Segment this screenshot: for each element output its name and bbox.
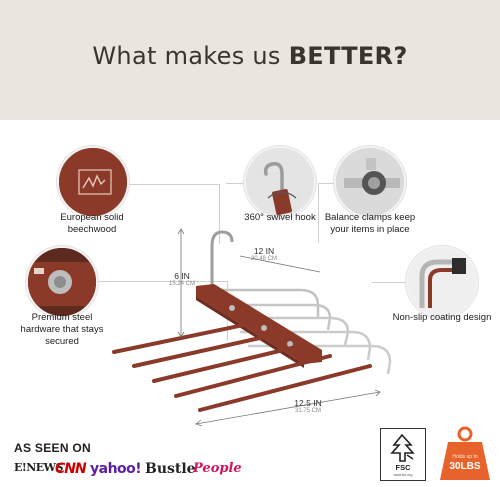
beechwood-logo-icon (59, 148, 127, 216)
dimension-length-imperial: 12.5 IN (294, 398, 322, 408)
connector-hook (226, 183, 244, 184)
fsc-tree-icon (390, 433, 415, 462)
feature-circle-steel (26, 246, 98, 318)
logo-cnn: CNN (55, 461, 87, 477)
feature-circle-clamp (334, 146, 406, 218)
fsc-badge: FSC www.fsc.org (380, 428, 426, 481)
dimension-height-metric: 15.24 CM (168, 281, 195, 287)
feature-label-beechwood: European solid beechwood (60, 212, 124, 235)
steel-hardware-icon (28, 248, 96, 316)
press-title: AS SEEN ON (14, 441, 92, 455)
feature-label-hook: 360° swivel hook (244, 212, 316, 223)
swivel-hook-icon (246, 148, 314, 216)
logo-enews: E!NEWS (14, 461, 63, 474)
dimension-width-label: 12 IN 30.48 CM (240, 246, 288, 262)
dimension-height-imperial: 6 IN (174, 271, 190, 281)
connector-beechwood (128, 184, 220, 244)
logo-bustle: Bustle (145, 461, 196, 477)
non-slip-coating-icon (408, 248, 476, 316)
feature-circle-hook (244, 146, 316, 218)
headline-prefix: What makes us (92, 42, 281, 70)
logo-people: People (193, 461, 242, 476)
clamp-icon (336, 148, 404, 216)
feature-circle-coating (406, 246, 478, 318)
fsc-url: www.fsc.org (393, 473, 413, 477)
dimension-length-label: 12.5 IN 31.75 CM (282, 398, 334, 414)
header-banner (0, 0, 500, 120)
weight-hold-label: Holds up to (452, 454, 478, 460)
headline-bold: BETTER? (288, 42, 408, 70)
page-headline: What makes us BETTER? (0, 42, 500, 70)
weight-value: 30LBS (449, 461, 481, 472)
dimension-height-label: 6 IN 15.24 CM (158, 271, 206, 287)
dimension-width-imperial: 12 IN (253, 246, 275, 256)
weight-icon (440, 426, 490, 480)
connector-coating (372, 282, 408, 283)
connector-clamp (318, 183, 334, 243)
fsc-label: FSC (395, 463, 411, 472)
dimension-length-metric: 31.75 CM (294, 408, 321, 414)
feature-label-coating: Non-slip coating design (392, 312, 492, 323)
feature-label-clamp: Balance clamps keep your items in place (324, 212, 416, 235)
feature-label-steel: Premium steel hardware that stays secure… (20, 312, 104, 347)
logo-yahoo: yahoo! (90, 461, 142, 477)
feature-circle-beechwood (57, 146, 129, 218)
dimension-width-metric: 30.48 CM (250, 256, 277, 262)
